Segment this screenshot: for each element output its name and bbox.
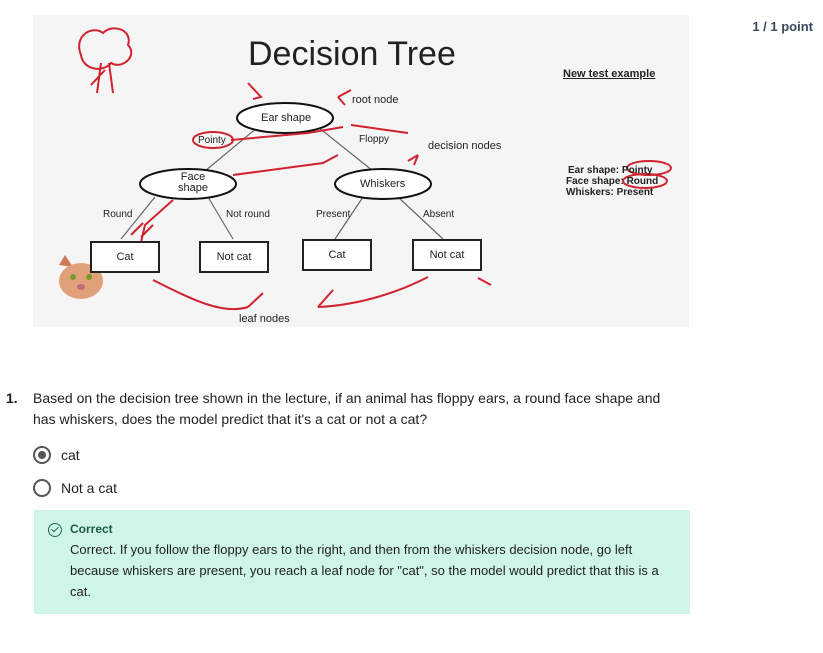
leaf-node-not-cat-2: Not cat: [412, 239, 482, 271]
question-1: 1. Based on the decision tree shown in t…: [6, 388, 686, 430]
node-face-shape-line1: Face: [180, 171, 206, 183]
decision-nodes-label: decision nodes: [428, 140, 502, 152]
test-example-line2: Face shape: Round: [566, 176, 659, 187]
test-example-line1: Ear shape: Pointy: [568, 165, 653, 176]
test-example-title: New test example: [563, 68, 656, 80]
feedback-text: Correct. If you follow the floppy ears t…: [70, 542, 659, 599]
radio-unselected-icon[interactable]: [33, 479, 51, 497]
tree-doodle-icon: [78, 27, 133, 94]
edge-label-pointy: Pointy: [198, 135, 226, 146]
edge-label-round: Round: [103, 209, 133, 220]
leaf-node-cat-1: Cat: [90, 241, 160, 273]
test-example-line3: Whiskers: Present: [566, 187, 654, 198]
option-cat-label: cat: [61, 447, 80, 463]
feedback-panel: Correct Correct. If you follow the flopp…: [34, 510, 690, 614]
option-cat[interactable]: cat: [33, 446, 80, 464]
edge-label-absent: Absent: [423, 209, 455, 220]
edge-label-present: Present: [316, 209, 351, 220]
score-label: 1 / 1 point: [752, 19, 813, 34]
edge-label-floppy: Floppy: [359, 134, 390, 145]
edge-label-not-round: Not round: [226, 209, 270, 220]
lecture-slide-image: Decision Tree Ear shape Face shape Whisk…: [33, 15, 689, 327]
leaf-nodes-label: leaf nodes: [239, 313, 290, 325]
check-circle-icon: [48, 523, 62, 537]
node-whiskers: Whiskers: [360, 178, 406, 190]
slide-title: Decision Tree: [248, 35, 456, 73]
node-face-shape: Face shape: [178, 172, 208, 194]
decision-tree-drawing: [59, 27, 672, 311]
question-number: 1.: [6, 390, 18, 406]
node-ear-shape: Ear shape: [261, 112, 312, 124]
leaf-node-cat-2: Cat: [302, 239, 372, 271]
node-face-shape-line2: shape: [178, 182, 208, 194]
radio-selected-icon[interactable]: [33, 446, 51, 464]
option-not-a-cat-label: Not a cat: [61, 480, 118, 496]
root-node-label: root node: [352, 94, 399, 106]
option-not-a-cat[interactable]: Not a cat: [33, 479, 117, 497]
leaf-node-not-cat-1: Not cat: [199, 241, 269, 273]
question-text: Based on the decision tree shown in the …: [33, 390, 661, 427]
feedback-heading: Correct: [70, 522, 113, 536]
